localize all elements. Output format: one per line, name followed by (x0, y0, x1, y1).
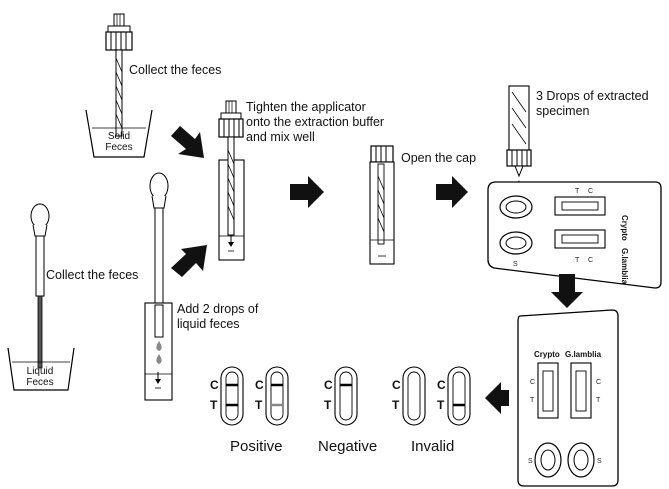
v-cassette-t-right: T (596, 397, 601, 404)
liquid-feces-label: Liquid Feces (20, 366, 60, 388)
result-positive-strip-2 (265, 366, 289, 426)
v-cassette-s-left: S (528, 458, 533, 465)
result-negative-label: Negative (318, 438, 378, 455)
result-negative-strip (334, 366, 358, 426)
liquid-feces-cup (7, 347, 75, 391)
v-cassette-s-right: S (597, 458, 602, 465)
h-cassette-glamblia-label: G.lamblia (620, 248, 629, 285)
liquid-feces-line1: Liquid (26, 366, 54, 377)
step-tighten-line3: and mix well (246, 130, 315, 144)
positive-c-label-1: C (210, 378, 219, 392)
result-positive-label: Positive (230, 438, 283, 455)
pipette-above-tube (149, 172, 169, 314)
solid-feces-cup (85, 109, 153, 158)
arrow-to-cassette (436, 176, 468, 208)
horizontal-cassette (487, 181, 662, 289)
arrow-to-results (485, 382, 509, 414)
v-cassette-c-left: C (530, 379, 535, 386)
result-invalid-label: Invalid (411, 438, 455, 455)
step-three-drops-line1: 3 Drops of extracted (536, 89, 649, 103)
invalid-t-label-1: T (392, 398, 400, 412)
negative-t-label: T (324, 398, 332, 412)
arrow-solid-to-tube (171, 126, 204, 158)
tube-with-applicator (218, 100, 245, 261)
solid-feces-label: Solid Feces (100, 131, 138, 153)
h-cassette-s: S (513, 261, 518, 268)
h-cassette-t-top: T (575, 188, 580, 195)
arrow-down-to-cassette (551, 274, 583, 308)
invalid-c-label-2: C (437, 378, 446, 392)
solid-feces-line2: Feces (105, 142, 133, 153)
step-open-cap: Open the cap (401, 151, 477, 165)
result-invalid-strip-1 (402, 366, 426, 426)
result-positive-strip-1 (220, 366, 244, 426)
open-cap-tube (369, 145, 395, 265)
liquid-pipette (30, 203, 50, 369)
h-cassette-t-bottom: T (575, 257, 580, 264)
step-tighten-line1: Tighten the applicator (246, 100, 366, 114)
arrow-to-open-cap (290, 176, 324, 208)
invalid-t-label-2: T (437, 398, 445, 412)
v-cassette-t-left: T (530, 397, 535, 404)
result-invalid-strip-2 (447, 366, 471, 426)
step-tighten-line2: onto the extraction buffer (246, 115, 385, 129)
h-cassette-c-top: C (588, 188, 593, 195)
solid-applicator (105, 13, 133, 137)
step-three-drops: 3 Drops of extracted specimen (536, 89, 649, 119)
step-add-drops-line2: liquid feces (177, 317, 240, 331)
v-cassette-crypto-label: Crypto (534, 350, 560, 359)
step-add-drops: Add 2 drops of liquid feces (177, 302, 258, 332)
h-cassette-crypto-label: Crypto (620, 215, 629, 241)
h-cassette-c-bottom: C (588, 257, 593, 264)
positive-t-label-2: T (255, 398, 263, 412)
tube-with-drops (144, 302, 173, 401)
invalid-c-label-1: C (392, 378, 401, 392)
step-add-drops-line1: Add 2 drops of (177, 302, 259, 316)
inverted-dropper-tube (506, 85, 532, 187)
positive-c-label-2: C (255, 378, 264, 392)
liquid-feces-line2: Feces (26, 377, 54, 388)
step-three-drops-line2: specimen (536, 104, 590, 118)
solid-feces-line1: Solid (107, 131, 131, 142)
v-cassette-glamblia-label: G.lamblia (565, 350, 602, 359)
positive-t-label-1: T (210, 398, 218, 412)
step-collect-liquid: Collect the feces (46, 268, 139, 282)
v-cassette-c-right: C (596, 379, 601, 386)
negative-c-label: C (324, 378, 333, 392)
vertical-cassette (517, 309, 619, 487)
step-tighten: Tighten the applicator onto the extracti… (246, 100, 384, 145)
step-collect-solid: Collect the feces (129, 63, 222, 77)
arrow-liquid-to-tube (171, 245, 207, 277)
